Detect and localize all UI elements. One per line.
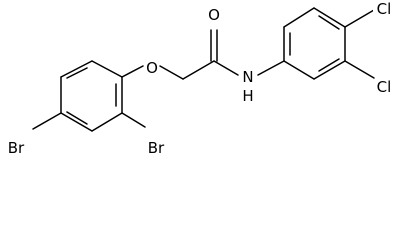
bond xyxy=(318,58,340,72)
cl-para-atom: Cl xyxy=(373,0,395,18)
carbonyl-oxygen-label: O xyxy=(208,6,220,24)
br-ortho-atom: Br xyxy=(144,139,168,157)
bond xyxy=(159,65,184,80)
bond xyxy=(283,60,315,80)
bond xyxy=(283,7,315,28)
ether-oxygen-label: O xyxy=(146,59,158,77)
bond xyxy=(121,65,144,78)
bond xyxy=(313,7,346,28)
bond xyxy=(182,60,215,80)
cl-para-label: Cl xyxy=(377,0,392,18)
bond xyxy=(91,60,123,78)
bond-layer xyxy=(32,7,375,132)
bond xyxy=(344,9,375,28)
bond xyxy=(66,67,88,79)
bond xyxy=(257,60,285,76)
br-ortho-label: Br xyxy=(148,139,165,157)
bond xyxy=(121,112,146,128)
bond xyxy=(66,111,88,125)
bond xyxy=(60,112,93,132)
cl-meta-atom: Cl xyxy=(373,78,395,96)
ether-oxygen-atom: O xyxy=(145,59,159,77)
bond xyxy=(344,60,375,79)
bond xyxy=(318,15,340,30)
bond xyxy=(213,60,239,76)
br-left-atom: Br xyxy=(4,139,28,157)
bond xyxy=(313,60,346,80)
bond xyxy=(91,112,123,132)
cl-meta-label: Cl xyxy=(377,78,392,96)
br-left-label: Br xyxy=(8,139,25,157)
bond xyxy=(60,60,93,78)
bond xyxy=(32,112,62,130)
carbonyl-oxygen-atom: O xyxy=(207,6,221,24)
